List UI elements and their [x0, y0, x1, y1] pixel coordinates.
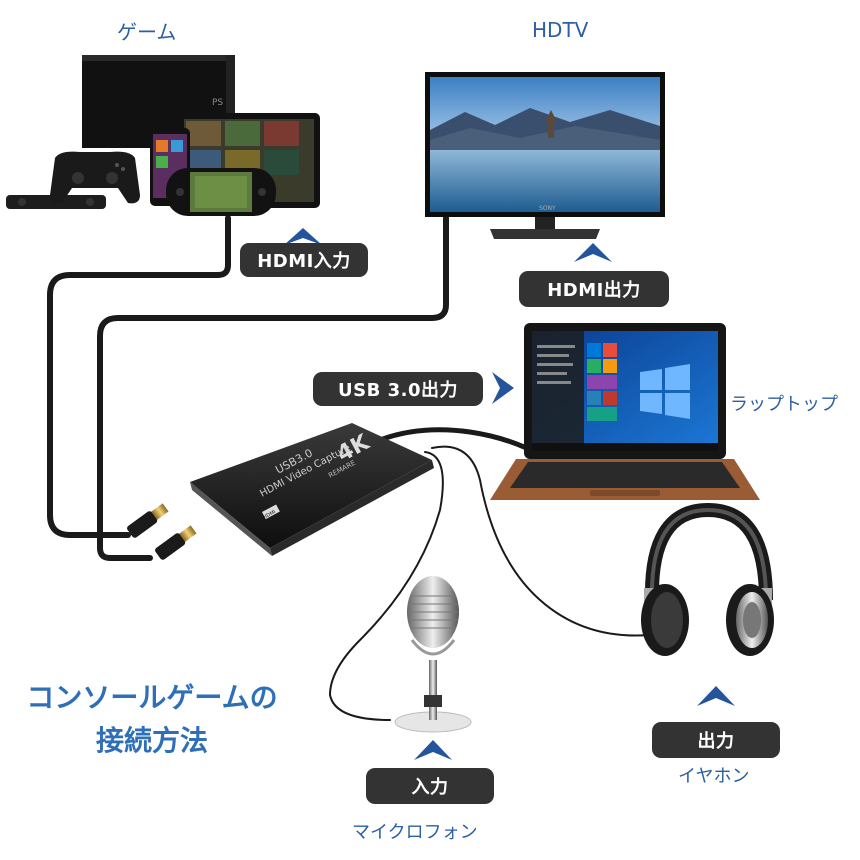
svg-text:SONY: SONY: [539, 205, 556, 212]
mic-cable: [328, 451, 444, 721]
headphone-cable: [431, 445, 651, 637]
usb-out-tag: USB 3.0出力: [313, 372, 483, 406]
arrow-audio-in: [414, 740, 452, 760]
title-line-1: コンソールゲームの: [26, 681, 278, 714]
arrow-hdmi-in: [284, 228, 322, 245]
capture-device: 4K REMARE USB3.0 HDMI Video Capture HDMI: [190, 423, 434, 556]
headphones-image: [641, 502, 774, 656]
hdmi-in-tag: HDMI入力: [240, 243, 368, 277]
earphone-label: イヤホン: [678, 766, 750, 787]
device-port-badge: HDMI: [262, 509, 277, 521]
game-devices-image: PS: [6, 55, 320, 216]
laptop-image: [490, 323, 760, 500]
hdmi-out-tag: HDMI出力: [519, 271, 669, 307]
audio-in-tag: 入力: [366, 768, 494, 804]
microphone-label: マイクロフォン: [352, 822, 478, 843]
arrow-hdmi-out: [574, 243, 612, 262]
arrow-usb-out: [492, 372, 514, 404]
controller: [50, 151, 140, 204]
pointer-arrows: [284, 228, 735, 760]
laptop-label: ラップトップ: [730, 394, 838, 415]
arrow-audio-out: [697, 686, 735, 706]
cables: [47, 215, 651, 721]
hdmi-plugs: [127, 503, 197, 560]
microphone-image: [394, 576, 472, 733]
ps-vita: [166, 168, 276, 216]
svg-text:PS: PS: [212, 98, 223, 108]
hdtv-hdmi-cable: [97, 215, 449, 561]
title-line-2: 接続方法: [95, 724, 208, 758]
game-label: ゲーム: [117, 20, 177, 44]
audio-out-tag: 出力: [652, 722, 780, 758]
hdtv-label: HDTV: [532, 18, 589, 42]
usb-cable: [377, 427, 543, 458]
game-hdmi-cable: [47, 215, 231, 538]
page-title: コンソールゲームの 接続方法: [22, 676, 282, 763]
hdtv-image: SONY: [425, 72, 665, 239]
